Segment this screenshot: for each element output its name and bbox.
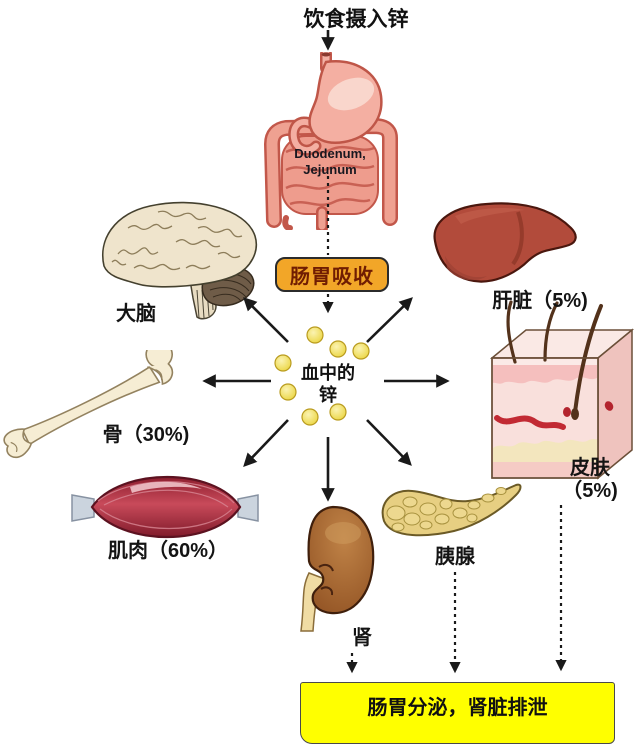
blood-zinc-label: 血中的 锌: [295, 362, 361, 406]
skin-label-line2: （5%): [562, 480, 618, 502]
blood-zinc-line1: 血中的: [301, 363, 355, 383]
pancreas-label: 胰腺: [435, 546, 475, 568]
skin-label: 皮肤 （5%): [553, 457, 627, 503]
kidney-label: 肾: [352, 627, 372, 649]
duodenum-line1: Duodenum,: [294, 146, 366, 161]
arrow-to-pancreas: [366, 419, 412, 466]
bone-illustration: [0, 350, 195, 460]
kidney-illustration: [281, 503, 381, 633]
blood-zinc-line2: 锌: [319, 385, 337, 405]
brain-illustration: [98, 198, 263, 323]
muscle-illustration: [70, 455, 260, 560]
jejunum-line2: Jejunum: [303, 162, 357, 177]
liver-label: 肝脏（5%): [492, 290, 588, 312]
liver-illustration: [425, 196, 585, 296]
excretion-box-label: 肠胃分泌，肾脏排泄: [367, 697, 548, 719]
arrow-to-liver: [366, 297, 413, 343]
absorption-box-label: 肠胃吸收: [290, 266, 374, 288]
absorption-box: 肠胃吸收: [275, 257, 389, 292]
duodenum-jejunum-label: Duodenum, Jejunum: [278, 146, 382, 178]
skin-illustration: [487, 300, 637, 485]
excretion-box: 肠胃分泌，肾脏排泄: [300, 682, 615, 744]
skin-label-line1: 皮肤: [570, 457, 610, 479]
pancreas-illustration: [376, 473, 526, 558]
diagram-title: 饮食摄入锌: [303, 8, 409, 31]
bone-label: 骨（30%): [102, 424, 190, 446]
digestive-tract-illustration: [256, 52, 404, 230]
brain-label: 大脑: [116, 303, 156, 325]
muscle-label: 肌肉（60%）: [107, 540, 229, 562]
